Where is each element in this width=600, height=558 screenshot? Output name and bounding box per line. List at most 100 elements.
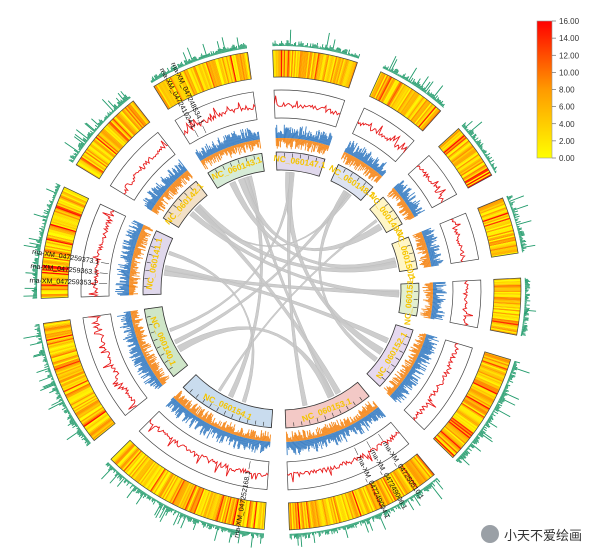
density-bar <box>135 333 142 337</box>
histogram-bar <box>491 413 496 417</box>
histogram-bar <box>42 359 48 362</box>
histogram-bar <box>426 89 431 95</box>
density-bar <box>339 429 343 435</box>
density-bar <box>422 250 429 254</box>
heatmap-cell <box>45 330 73 338</box>
histogram-bar <box>113 108 117 111</box>
histogram-bar <box>111 110 114 114</box>
density-bar <box>359 148 367 161</box>
density-bar <box>133 323 140 326</box>
histogram-bar <box>522 326 527 329</box>
histogram-bar <box>493 409 495 411</box>
density-bar <box>137 364 150 373</box>
position-tick <box>307 155 310 160</box>
density-bar <box>368 170 376 179</box>
histogram-bar <box>243 43 245 49</box>
histogram-bar <box>147 495 151 499</box>
density-bar <box>150 379 159 386</box>
heatmap-cell <box>340 494 350 521</box>
heatmap-cell <box>480 205 507 217</box>
histogram-bar <box>523 319 529 321</box>
heatmap-cell <box>59 372 86 385</box>
density-bar <box>120 317 132 321</box>
histogram-bar <box>408 80 411 83</box>
density-bar <box>183 172 190 181</box>
density-bar <box>376 162 384 172</box>
density-bar <box>218 144 222 151</box>
density-bar <box>294 432 297 442</box>
color-scale-label: 14.00 <box>559 34 580 43</box>
histogram-bar <box>109 472 120 484</box>
density-bar <box>311 435 314 439</box>
density-bar <box>146 204 153 210</box>
heatmap-cell <box>205 61 216 88</box>
density-bar <box>302 139 304 146</box>
heatmap-cell <box>359 487 372 514</box>
heatmap-cell <box>482 356 509 367</box>
heatmap-cell <box>304 51 309 79</box>
heatmap-border <box>477 197 519 258</box>
position-tick <box>336 165 339 170</box>
histogram-bar <box>42 219 47 222</box>
density-bar <box>317 142 320 146</box>
density-bar <box>295 441 297 448</box>
heatmap-cell <box>305 51 311 79</box>
histogram-bar <box>190 60 193 63</box>
heatmap-cell <box>333 496 342 523</box>
histogram-bar <box>53 196 56 198</box>
position-tick <box>262 421 265 426</box>
density-bar <box>130 339 138 343</box>
density-bar <box>158 199 164 204</box>
heatmap-cell <box>481 208 508 219</box>
density-bar <box>371 159 378 169</box>
density-bar <box>324 426 329 435</box>
heatmap-cell <box>372 73 387 99</box>
heatmap-cell <box>461 161 485 178</box>
heatmap-cell <box>53 356 80 367</box>
density-bar <box>351 157 357 166</box>
histogram-bar <box>483 425 488 429</box>
histogram-bar <box>162 504 166 511</box>
histogram-bar <box>473 438 479 444</box>
histogram-bar <box>74 155 77 158</box>
density-bar <box>120 276 130 279</box>
position-tick <box>178 198 182 202</box>
density-bar <box>420 349 431 355</box>
density-bar <box>319 134 323 144</box>
histogram-bar <box>456 458 461 464</box>
histogram-bar <box>415 81 420 88</box>
density-bar <box>181 174 185 179</box>
density-bar <box>167 398 176 407</box>
density-bar <box>163 192 172 200</box>
density-bar <box>310 438 314 447</box>
density-bar <box>201 421 205 427</box>
density-bar <box>138 340 144 344</box>
density-bar <box>314 435 317 439</box>
density-bar <box>131 316 140 319</box>
heatmap-cell <box>55 362 82 374</box>
position-tick <box>253 155 255 160</box>
density-bar <box>204 145 211 156</box>
density-bar <box>261 436 264 441</box>
density-bar <box>303 429 306 441</box>
heatmap-cell <box>492 316 520 322</box>
heatmap-cell <box>391 471 408 496</box>
density-bar <box>229 426 233 434</box>
heatmap-cell <box>116 445 137 467</box>
density-bar <box>408 371 413 375</box>
density-bar <box>305 439 308 446</box>
density-bar <box>344 147 347 153</box>
histogram-bar <box>235 529 237 534</box>
heatmap-cell <box>332 496 341 523</box>
position-tick <box>153 338 158 341</box>
position-tick <box>230 162 233 167</box>
histogram-bar <box>229 47 232 52</box>
histogram-bar <box>158 502 162 506</box>
density-bar <box>125 319 133 322</box>
histogram-bar <box>148 496 151 500</box>
heatmap-cell <box>490 244 517 252</box>
density-bar <box>206 157 213 167</box>
density-bar <box>155 204 161 209</box>
heatmap-cell <box>493 302 521 307</box>
density-bar <box>176 178 182 184</box>
